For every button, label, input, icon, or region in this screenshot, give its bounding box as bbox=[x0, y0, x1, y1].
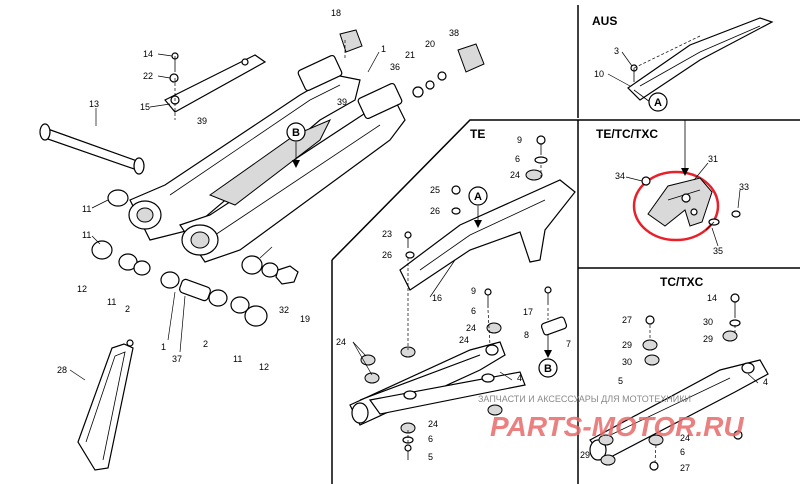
part-label: 12 bbox=[259, 362, 269, 372]
leader-lines bbox=[69, 51, 759, 384]
part-label: 24 bbox=[680, 433, 690, 443]
part-label: 11 bbox=[107, 297, 116, 307]
part-label: 4 bbox=[763, 377, 768, 387]
part-label: 2 bbox=[125, 304, 130, 314]
section-title-aus: AUS bbox=[592, 14, 617, 28]
bearing-stack bbox=[91, 189, 299, 327]
te-chain-slider bbox=[349, 286, 568, 460]
small-parts-top bbox=[169, 29, 485, 98]
part-label: 18 bbox=[331, 8, 341, 18]
watermark-logo: PARTS-MOTOR.RU bbox=[490, 411, 744, 442]
swingarm-assembly bbox=[128, 54, 406, 263]
part-label: 39 bbox=[197, 116, 207, 126]
part-label: 29 bbox=[622, 340, 632, 350]
part-number-labels: 14 22 15 18 1 21 20 38 36 39 39 13 11 11… bbox=[57, 8, 768, 473]
part-label: 5 bbox=[618, 376, 623, 386]
part-label: 11 bbox=[82, 230, 91, 240]
part-label: 23 bbox=[382, 229, 392, 239]
part-label: 34 bbox=[615, 171, 625, 181]
part-label: 15 bbox=[140, 102, 150, 112]
part-label: 32 bbox=[279, 305, 289, 315]
highlight-ring bbox=[632, 170, 720, 242]
part-label: 11 bbox=[233, 354, 242, 364]
part-label: 24 bbox=[428, 419, 438, 429]
part-label: 10 bbox=[594, 69, 604, 79]
part-label: 39 bbox=[337, 97, 347, 107]
pivot-shaft bbox=[39, 123, 145, 175]
callout-circles: B A B A bbox=[286, 92, 668, 378]
part-label: 7 bbox=[566, 339, 571, 349]
part-label: 26 bbox=[430, 206, 440, 216]
panel-borders bbox=[331, 5, 800, 484]
callout-b-main: B bbox=[292, 127, 300, 139]
part-label: 8 bbox=[524, 330, 529, 340]
part-label: 5 bbox=[428, 452, 433, 462]
chain-guide-block bbox=[632, 170, 741, 242]
part-label: 35 bbox=[713, 246, 723, 256]
part-label: 22 bbox=[143, 71, 153, 81]
callout-a-te: A bbox=[474, 191, 482, 203]
callout-arrows bbox=[292, 89, 689, 358]
assembly-lines bbox=[174, 35, 736, 463]
callout-b-te: B bbox=[544, 363, 552, 375]
part-label: 24 bbox=[459, 335, 469, 345]
part-label: 6 bbox=[515, 154, 520, 164]
part-label: 16 bbox=[432, 293, 442, 303]
part-label: 27 bbox=[680, 463, 690, 473]
part-label: 31 bbox=[708, 154, 718, 164]
part-label: 29 bbox=[580, 450, 590, 460]
part-label: 3 bbox=[614, 46, 619, 56]
part-label: 30 bbox=[703, 317, 713, 327]
chain-loop bbox=[77, 339, 134, 471]
part-label: 9 bbox=[517, 135, 522, 145]
part-label: 4 bbox=[517, 373, 522, 383]
te-chain-guide bbox=[399, 135, 576, 291]
part-label: 24 bbox=[510, 170, 520, 180]
aus-chain-slider bbox=[627, 17, 774, 101]
part-label: 1 bbox=[381, 44, 386, 54]
tc-txc-chain-slider bbox=[589, 293, 769, 471]
part-label: 38 bbox=[449, 28, 459, 38]
watermark-tagline: ЗАПЧАСТИ И АКСЕССУАРЫ ДЛЯ МОТОТЕХНИКИ bbox=[478, 394, 691, 404]
part-label: 25 bbox=[430, 185, 440, 195]
part-label: 9 bbox=[471, 286, 476, 296]
part-label: 6 bbox=[680, 447, 685, 457]
section-title-tc-txc: TC/TXC bbox=[660, 275, 704, 289]
part-label: 6 bbox=[428, 434, 433, 444]
part-label: 37 bbox=[172, 354, 182, 364]
part-label: 24 bbox=[336, 337, 346, 347]
part-label: 30 bbox=[622, 357, 632, 367]
callout-a-aus: A bbox=[654, 97, 662, 109]
section-title-te-tc-txc: TE/TC/TXC bbox=[596, 127, 658, 141]
part-label: 26 bbox=[382, 250, 392, 260]
part-label: 14 bbox=[707, 293, 717, 303]
part-label: 19 bbox=[300, 314, 310, 324]
part-label: 2 bbox=[203, 339, 208, 349]
part-label: 36 bbox=[390, 62, 400, 72]
part-label: 6 bbox=[471, 306, 476, 316]
part-label: 11 bbox=[82, 204, 91, 214]
part-label: 24 bbox=[466, 323, 476, 333]
part-label: 21 bbox=[405, 50, 415, 60]
watermark: ЗАПЧАСТИ И АКСЕССУАРЫ ДЛЯ МОТОТЕХНИКИ PA… bbox=[478, 394, 744, 442]
part-label: 12 bbox=[77, 284, 87, 294]
part-label: 29 bbox=[703, 334, 713, 344]
section-title-te: TE bbox=[470, 127, 485, 141]
part-label: 20 bbox=[425, 39, 435, 49]
part-label: 13 bbox=[89, 99, 99, 109]
part-label: 1 bbox=[161, 342, 166, 352]
part-label: 27 bbox=[622, 315, 632, 325]
part-label: 17 bbox=[523, 307, 533, 317]
part-label: 14 bbox=[143, 49, 153, 59]
part-label: 33 bbox=[739, 182, 749, 192]
part-label: 28 bbox=[57, 365, 67, 375]
